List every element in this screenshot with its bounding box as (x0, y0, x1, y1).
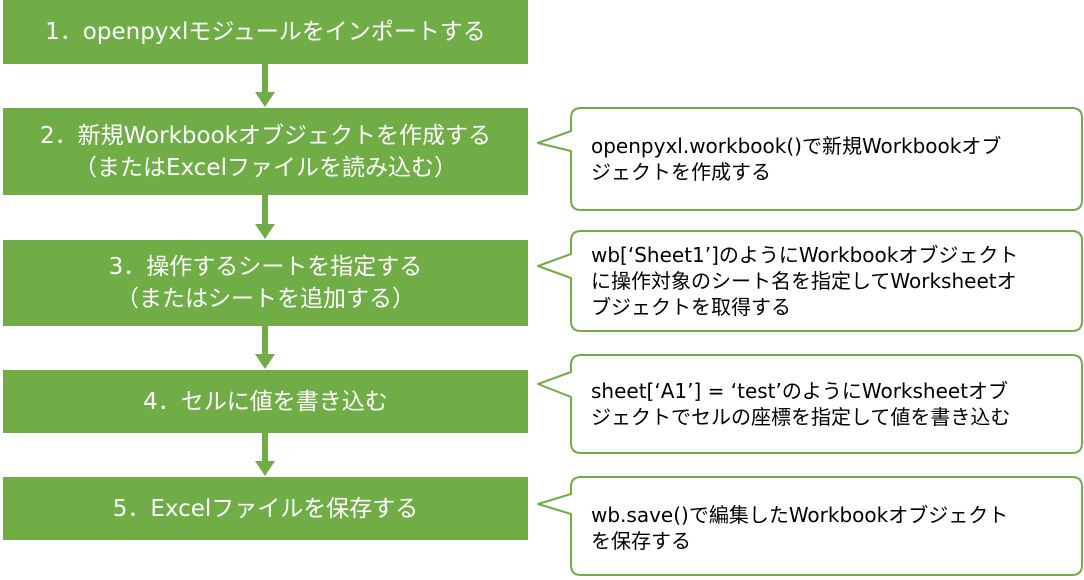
callout-3-line-1: sheet[‘A1’] = ‘test’のようにWorksheetオブ (591, 379, 1009, 403)
callout-1-line-1: openpyxl.workbook()で新規Workbookオブ (591, 134, 1002, 158)
callout-4-line-2: を保存する (591, 529, 691, 553)
callout-bubble-1 (537, 107, 1083, 211)
step-5-text: 5．Excelファイルを保存する (113, 493, 419, 525)
step-1-box: 1．openpyxlモジュールをインポートする (3, 0, 528, 64)
step-3-line-1: 3．操作するシートを指定する (108, 254, 423, 280)
arrow-down-icon (255, 195, 275, 239)
step-2-box: 2．新規Workbookオブジェクトを作成する （またはExcelファイルを読み… (3, 108, 528, 195)
callout-2-line-1: wb[‘Sheet1’]のようにWorkbookオブジェクト (591, 243, 1019, 267)
callout-2-text: wb[‘Sheet1’]のようにWorkbookオブジェクト に操作対象のシート… (591, 242, 1071, 320)
step-5-box: 5．Excelファイルを保存する (3, 477, 528, 540)
callout-bubble-3 (537, 354, 1083, 454)
arrow-down-icon (255, 326, 275, 369)
callout-bubble-2 (537, 230, 1083, 332)
step-3-text: 3．操作するシートを指定する （またはシートを追加する） (109, 251, 423, 315)
callout-2-line-2: に操作対象のシート名を指定してWorksheetオ (591, 269, 1017, 293)
step-2-text: 2．新規Workbookオブジェクトを作成する （またはExcelファイルを読み… (40, 120, 491, 184)
callout-1-text: openpyxl.workbook()で新規Workbookオブ ジェクトを作成… (591, 133, 1071, 185)
arrow-down-icon (255, 433, 275, 476)
step-2-line-2: （またはExcelファイルを読み込む） (74, 154, 457, 181)
arrow-down-icon (255, 64, 275, 107)
callout-bubble-4 (537, 476, 1083, 576)
step-4-text: 4．セルに値を書き込む (143, 386, 388, 418)
step-1-text: 1．openpyxlモジュールをインポートする (45, 16, 486, 48)
callout-3-line-2: ジェクトでセルの座標を指定して値を書き込む (591, 405, 1011, 429)
step-5-line-1: 5．Excelファイルを保存する (112, 495, 419, 522)
step-1-line-1: 1．openpyxlモジュールをインポートする (45, 19, 486, 45)
step-4-line-1: 4．セルに値を書き込む (143, 388, 388, 415)
callout-3-text: sheet[‘A1’] = ‘test’のようにWorksheetオブ ジェクト… (591, 378, 1071, 430)
callout-2-line-3: ブジェクトを取得する (591, 295, 791, 319)
step-3-line-2: （またはシートを追加する） (115, 286, 415, 312)
step-4-box: 4．セルに値を書き込む (3, 370, 528, 433)
step-3-box: 3．操作するシートを指定する （またはシートを追加する） (3, 240, 528, 326)
callout-4-line-1: wb.save()で編集したWorkbookオブジェクト (591, 503, 1009, 527)
callout-1-line-2: ジェクトを作成する (591, 160, 771, 184)
callout-4-text: wb.save()で編集したWorkbookオブジェクト を保存する (591, 502, 1071, 554)
step-2-line-1: 2．新規Workbookオブジェクトを作成する (40, 122, 491, 149)
